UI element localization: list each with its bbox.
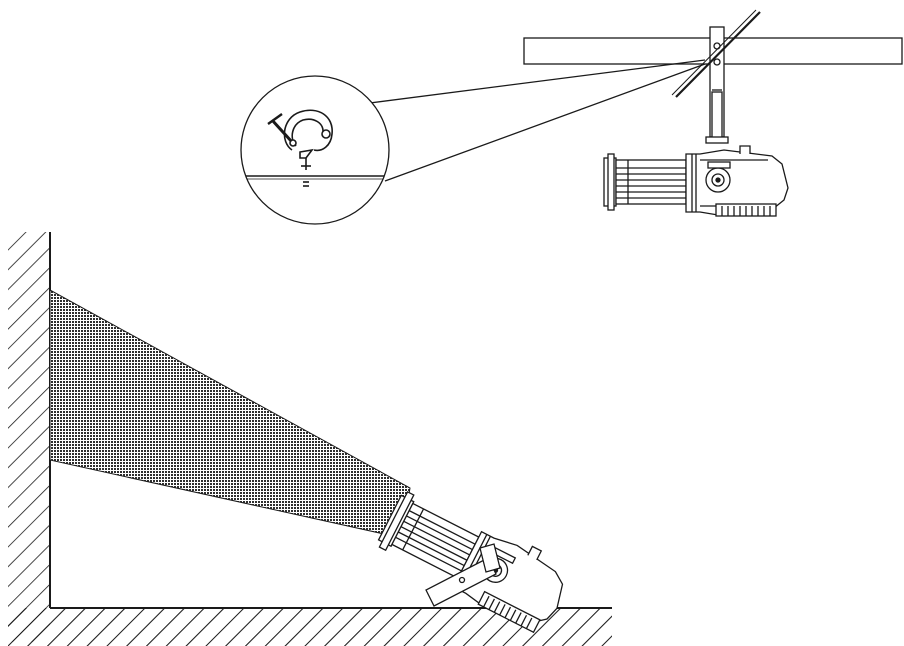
clamp-detail-circle (240, 75, 390, 225)
detail-leader-bottom (384, 63, 706, 182)
safety-cable (675, 11, 761, 98)
floor-stand-bracket (425, 543, 501, 607)
ellipsoidal-spotlight-icon (603, 145, 789, 217)
light-beam (49, 289, 411, 539)
truss-hanging-view (240, 9, 903, 225)
hanging-clamp-icon (267, 109, 333, 187)
floor-spotlight (377, 490, 564, 634)
detail-leader-top (361, 59, 706, 105)
wall-hatch (8, 232, 51, 642)
hanging-bracket (705, 26, 729, 144)
floor-hatch (8, 600, 904, 646)
